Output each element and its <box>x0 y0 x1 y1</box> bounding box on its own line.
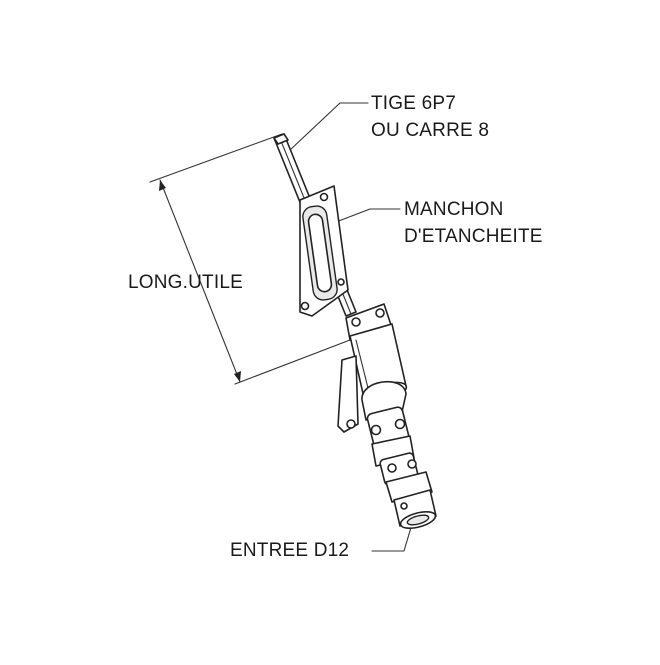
arrow-bottom <box>234 371 241 382</box>
bolt-hole-right <box>337 278 345 286</box>
joint-pin-left <box>370 424 382 436</box>
leader-tige <box>289 102 369 151</box>
coupling-bore-inner <box>406 514 430 526</box>
label-entree: ENTREE D12 <box>230 540 350 561</box>
label-etancheite: D'ETANCHEITE <box>404 226 543 247</box>
extension-line-bottom <box>234 339 351 385</box>
label-tige: TIGE 6P7 <box>371 93 457 114</box>
bolt-hole-bottom <box>300 301 310 311</box>
lower-joint-pin-right <box>407 459 417 469</box>
arrow-top <box>159 180 166 191</box>
lower-bracket-hole <box>346 419 356 429</box>
bolt-hole-top <box>319 192 329 202</box>
lower-joint-pin-left <box>387 463 397 473</box>
rod-end <box>273 133 289 145</box>
sealing-sleeve-plate <box>299 185 349 317</box>
input-coupling <box>393 489 437 530</box>
dimension-long-utile <box>149 133 351 385</box>
lower-bracket <box>337 355 359 433</box>
extension-line-top <box>149 133 283 183</box>
leader-manchon <box>335 208 401 223</box>
label-manchon: MANCHON <box>404 199 504 220</box>
dimension-line <box>159 179 241 383</box>
label-long-utile: LONG.UTILE <box>128 272 243 293</box>
coupling-screw <box>400 502 408 510</box>
sleeve-inner <box>307 213 333 293</box>
tube-shade-line <box>355 339 371 397</box>
leader-lines <box>289 102 413 552</box>
joint-pin-right <box>394 418 406 430</box>
label-tige-alt: OU CARRE 8 <box>371 120 490 141</box>
bracket-hole-left <box>351 317 361 327</box>
bracket-hole-right <box>375 308 385 318</box>
leader-entree <box>371 523 413 552</box>
